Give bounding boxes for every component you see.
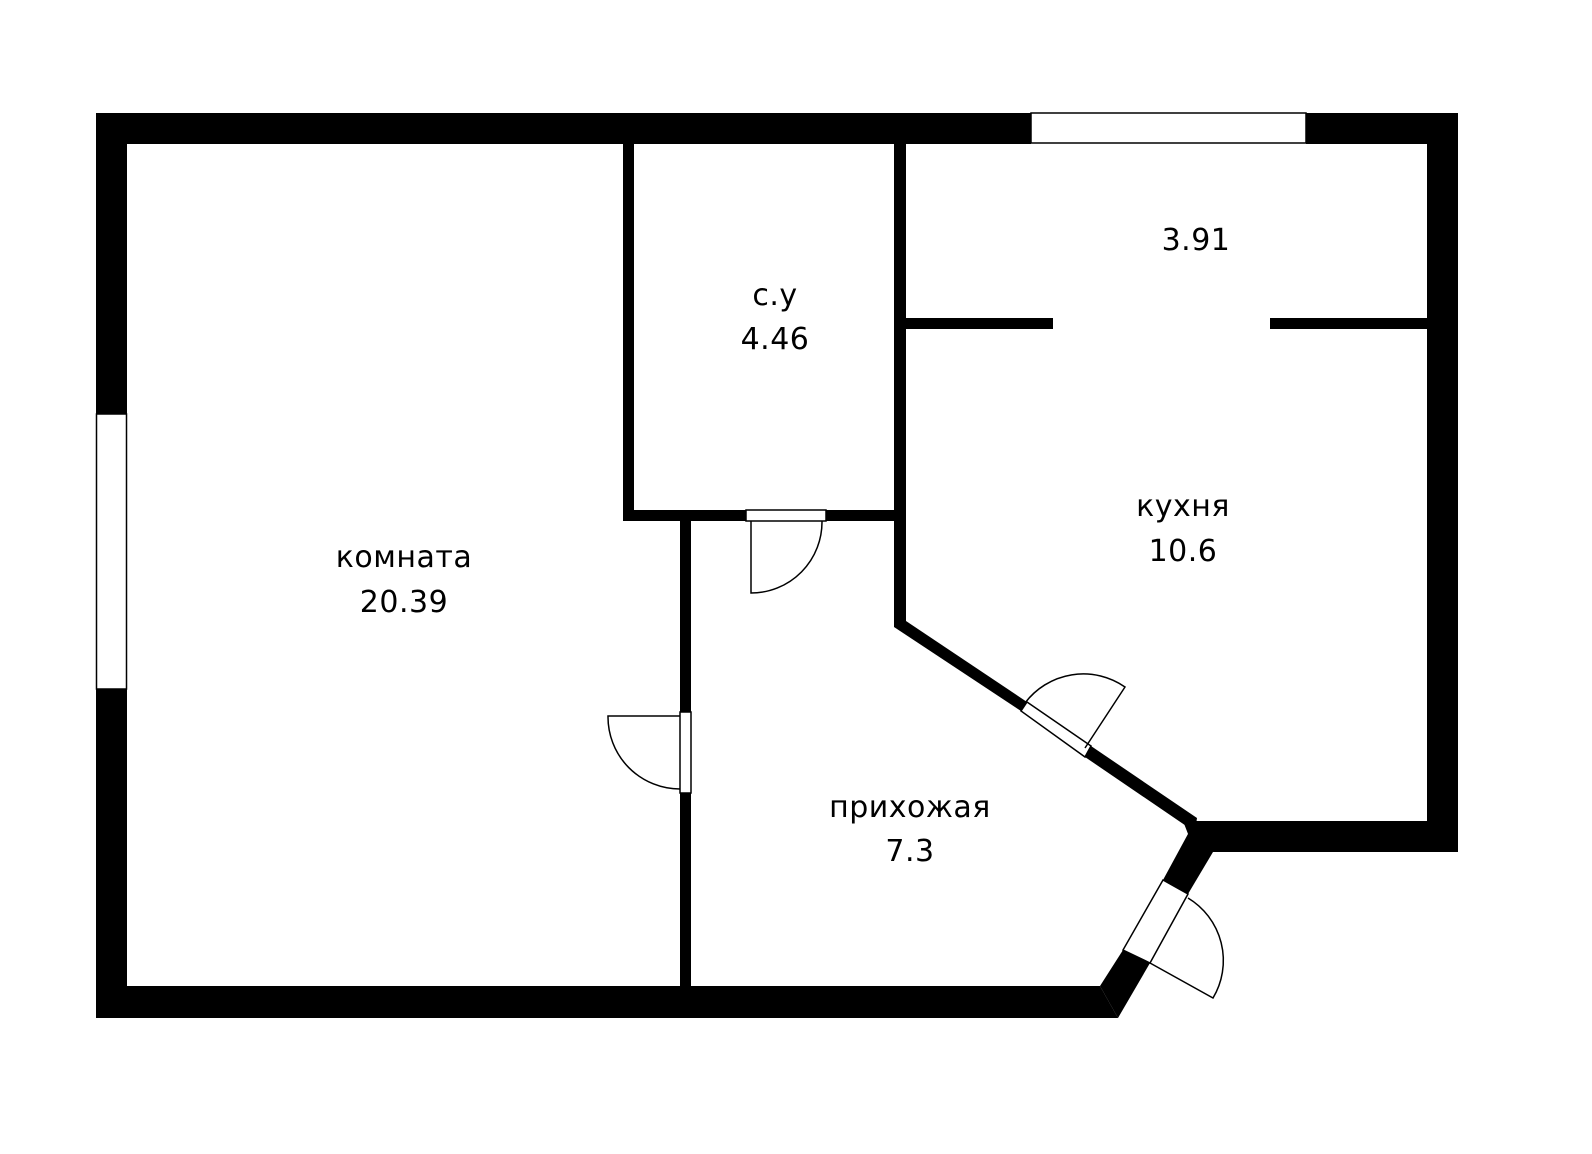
wall-diagonal-lower [1085, 746, 1197, 832]
door-room-swing-icon [607, 715, 681, 790]
wall-bottom [96, 986, 1118, 1018]
window-left-room [95, 413, 128, 690]
door-bathroom[interactable] [745, 509, 827, 594]
room-area-hallway: 7.3 [885, 834, 934, 869]
room-area-kitchen: 10.6 [1149, 534, 1218, 569]
wall-kitchen-bottom [1195, 821, 1458, 852]
wall-room-hallway-upper [680, 521, 691, 712]
wall-left-upper [96, 113, 127, 414]
window-top-kitchen [1030, 112, 1307, 144]
door-entrance-swing-icon [1149, 897, 1225, 1000]
wall-bathroom-bottom-left [623, 510, 746, 521]
wall-right [1427, 113, 1458, 852]
door-entrance-opening [1121, 878, 1190, 964]
door-kitchen-swing-icon [1024, 673, 1127, 749]
wall-diagonal-upper [894, 621, 1027, 711]
wall-room-hallway-lower [680, 793, 691, 986]
doors [607, 509, 1225, 1000]
wall-bathroom-left [623, 144, 634, 521]
wall-balcony-stub-left [906, 318, 1053, 329]
wall-balcony-stub-right [1270, 318, 1427, 329]
room-name-komnata: комната [336, 540, 472, 575]
door-room[interactable] [607, 711, 692, 794]
door-kitchen[interactable] [1019, 673, 1127, 759]
room-area-bathroom: 4.46 [741, 322, 810, 357]
door-entrance[interactable] [1121, 878, 1225, 1000]
door-kitchen-opening [1019, 700, 1092, 759]
room-name-kitchen: кухня [1136, 489, 1230, 524]
room-name-bathroom: с.у [752, 278, 797, 313]
wall-top-left [96, 113, 1031, 144]
interior-walls [623, 144, 1427, 986]
windows [95, 112, 1307, 690]
door-bathroom-opening [745, 509, 827, 522]
wall-bathroom-bottom-right [826, 510, 906, 521]
room-area-komnata: 20.39 [360, 585, 448, 620]
wall-entrance-lower [1100, 950, 1150, 1018]
door-bathroom-swing-icon [750, 520, 823, 594]
wall-left-lower [96, 689, 127, 1018]
room-labels: комната 20.39 с.у 4.46 3.91 кухня 10.6 п… [336, 223, 1231, 869]
door-room-opening [679, 711, 692, 794]
room-area-balcony: 3.91 [1162, 223, 1231, 258]
exterior-walls [96, 113, 1458, 1018]
room-name-hallway: прихожая [829, 790, 991, 825]
wall-bathroom-right [894, 144, 906, 627]
